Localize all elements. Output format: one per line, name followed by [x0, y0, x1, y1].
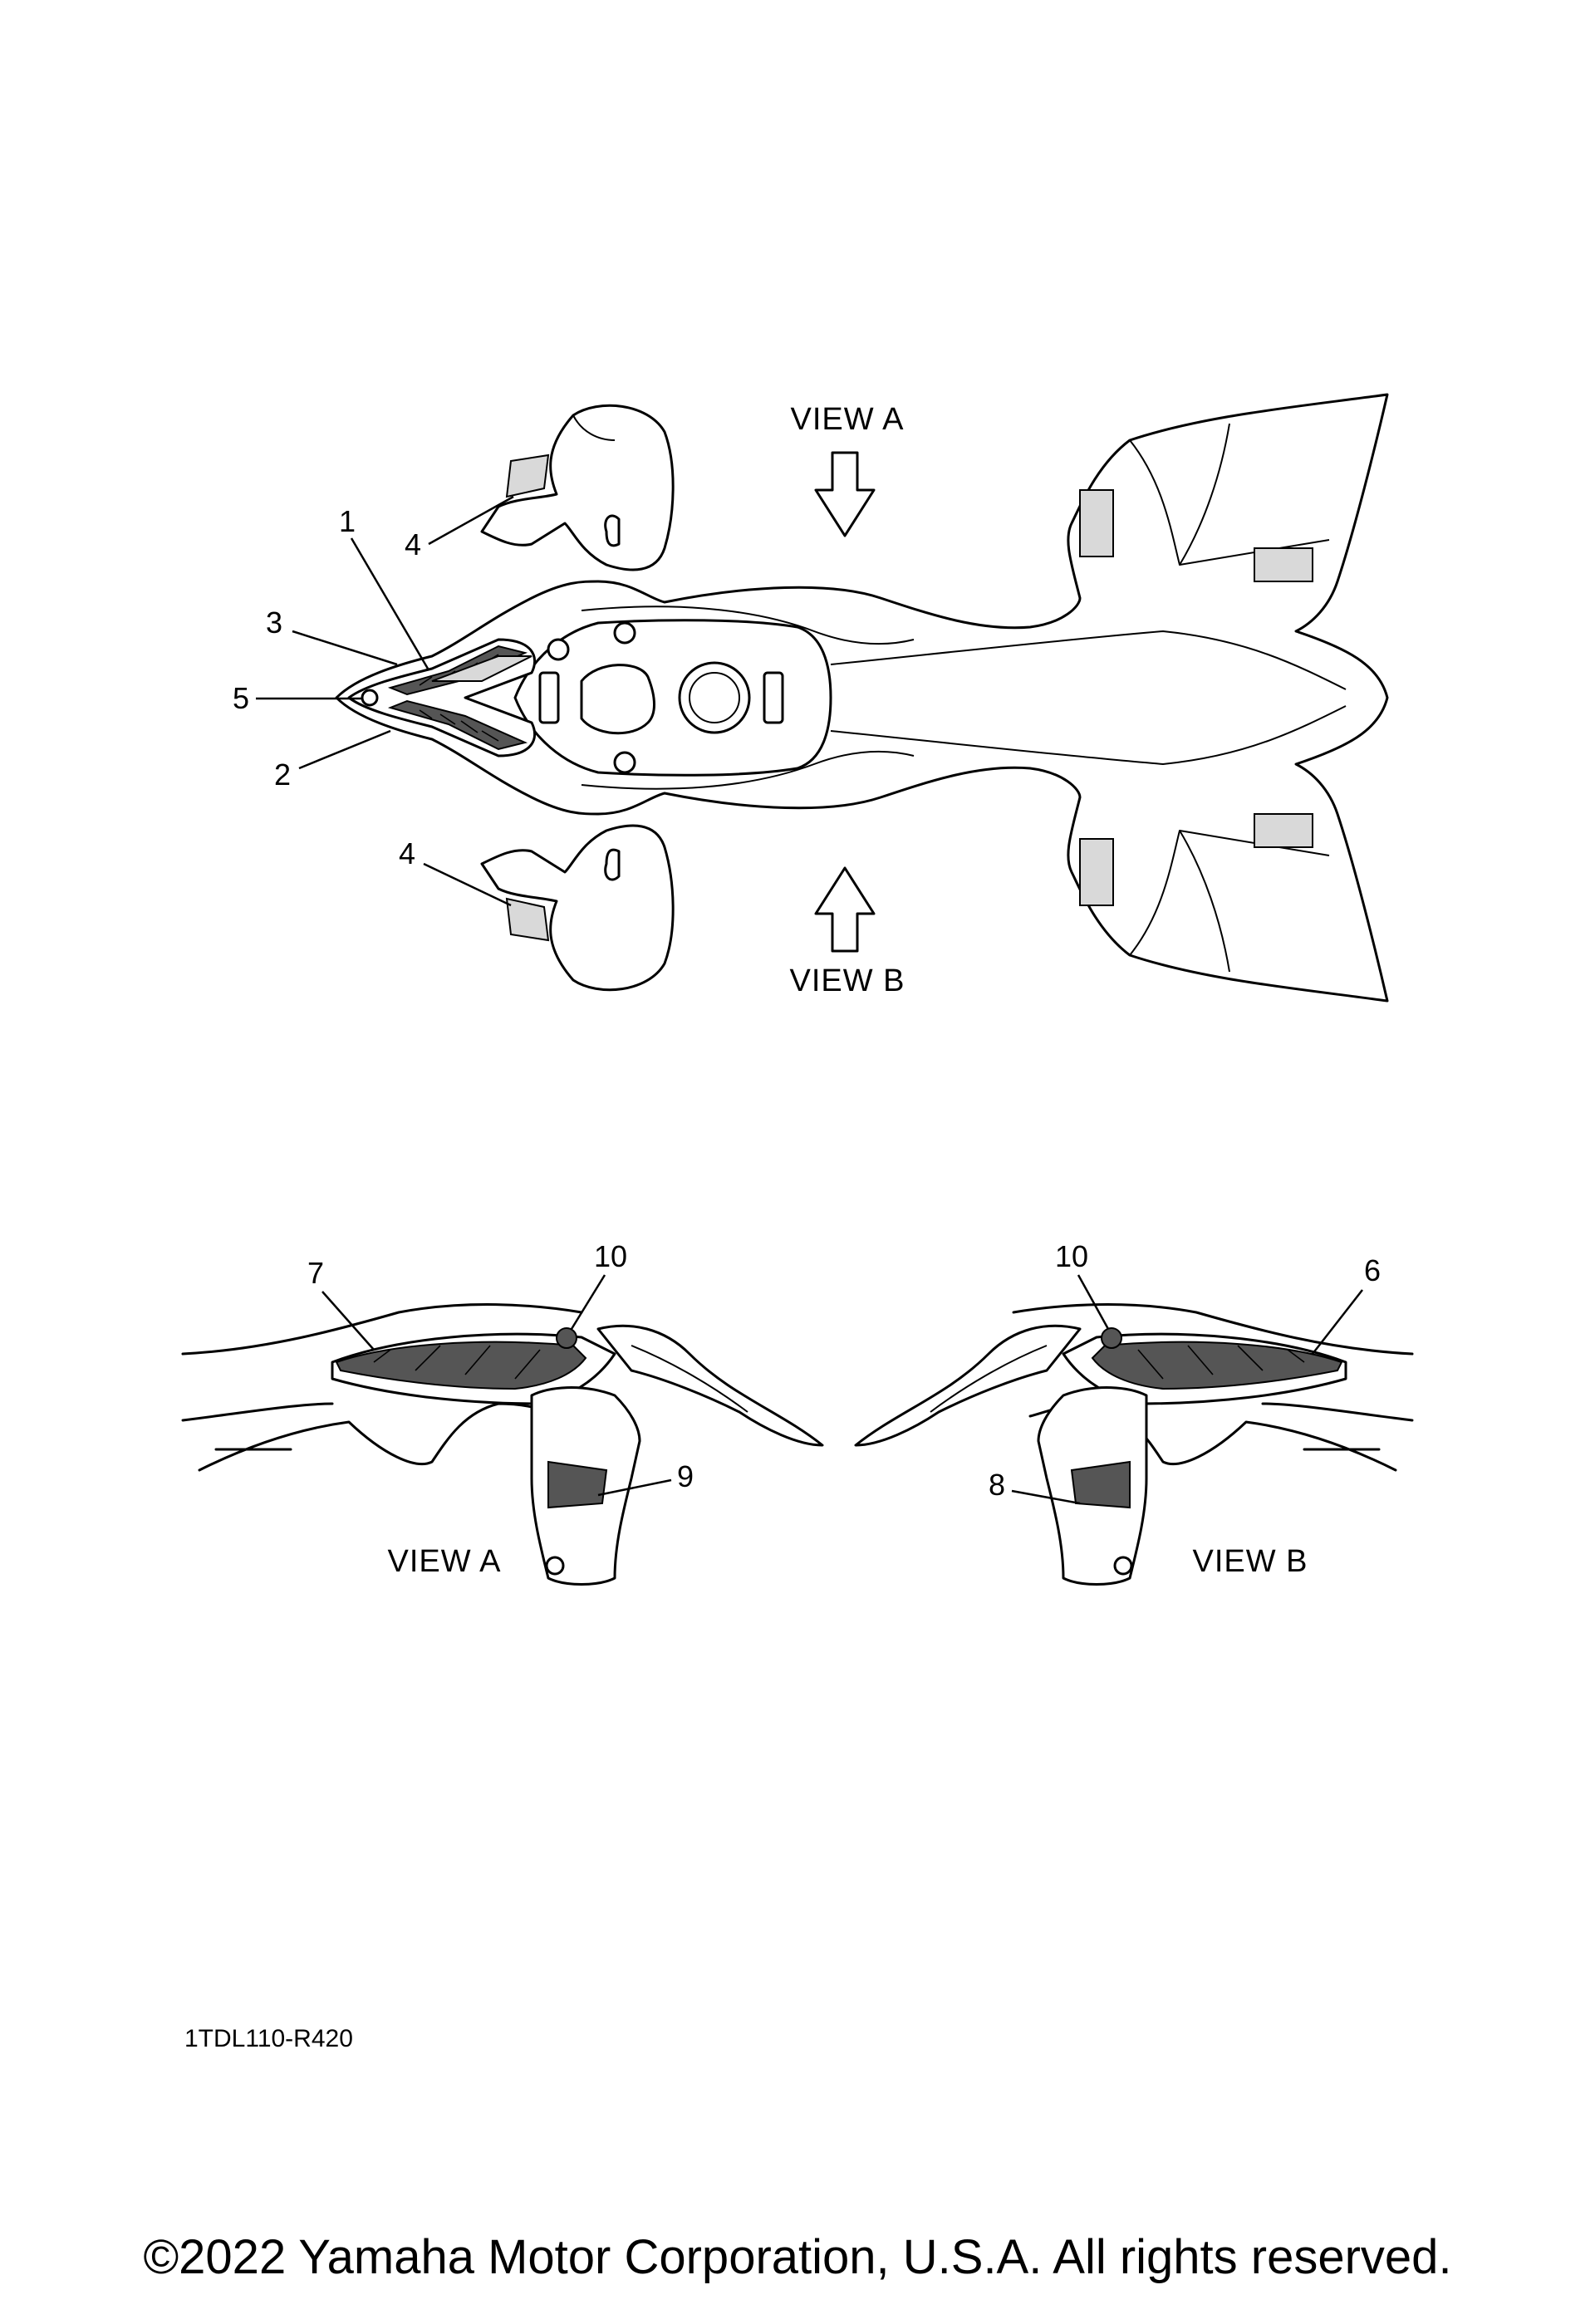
decal-6-hatching: [1137, 1345, 1305, 1380]
main-body-outline: [335, 393, 1389, 1003]
leader-2: [298, 729, 391, 770]
decal-item-7: [335, 1341, 587, 1390]
rear-right-decal-b: [1254, 813, 1313, 848]
leader-7: [321, 1291, 375, 1351]
seat-slot-left: [538, 671, 560, 724]
copyright-notice: ©2022 Yamaha Motor Corporation, U.S.A. A…: [143, 2230, 1451, 2284]
callout-7: 7: [307, 1256, 324, 1290]
view-a-label-top: VIEW A: [791, 402, 905, 437]
leader-4-lower: [423, 862, 512, 907]
callout-6: 6: [1364, 1253, 1381, 1287]
view-a-label-side: VIEW A: [388, 1544, 502, 1579]
upper-front-fender: [480, 404, 675, 571]
emblem-10-left: [556, 1327, 577, 1349]
callout-4-lower: 4: [399, 836, 415, 870]
view-b-label-top: VIEW B: [789, 963, 905, 998]
callout-3: 3: [266, 606, 282, 640]
callout-10-left: 10: [594, 1239, 627, 1273]
rear-left-decal-b: [1254, 547, 1313, 582]
view-a-arrow: [814, 451, 876, 537]
callout-8: 8: [989, 1468, 1005, 1502]
decal-item-3: [431, 655, 532, 682]
side-view-a: [181, 1303, 824, 1586]
leader-6: [1312, 1289, 1363, 1355]
decal-item-6: [1091, 1341, 1343, 1390]
leader-1: [350, 537, 429, 669]
emblem-10-right: [1101, 1327, 1122, 1349]
leader-3: [292, 630, 398, 666]
fuel-cap-housing: [580, 664, 655, 735]
lower-fender-decal: [505, 897, 550, 942]
callout-4-upper: 4: [405, 527, 421, 561]
rear-left-decal-a: [1079, 489, 1114, 557]
callout-2: 2: [274, 758, 291, 792]
callout-1: 1: [339, 504, 356, 538]
top-view-body: [335, 393, 1389, 1003]
upper-fender-decal: [505, 454, 550, 498]
leader-10-right: [1077, 1274, 1110, 1330]
lower-front-fender: [480, 824, 675, 992]
callout-10-right: 10: [1055, 1239, 1088, 1273]
side-view-b: [854, 1303, 1414, 1586]
seat-slot-right: [763, 671, 784, 724]
view-b-arrow: [814, 866, 876, 953]
leader-4-upper: [428, 495, 514, 546]
callout-9: 9: [677, 1459, 694, 1493]
callout-5: 5: [233, 681, 249, 715]
leader-8: [1011, 1489, 1081, 1505]
view-b-label-side: VIEW B: [1192, 1544, 1308, 1579]
rear-right-decal-a: [1079, 838, 1114, 906]
leader-9: [597, 1478, 672, 1497]
decal-item-8: [1070, 1460, 1131, 1509]
figure-code: 1TDL110-R420: [184, 2025, 353, 2052]
seat-area: [513, 619, 832, 777]
emblem-item-5: [361, 689, 379, 707]
decal-item-9: [547, 1460, 608, 1509]
leader-10-left: [570, 1274, 606, 1330]
decal-7-hatching: [373, 1345, 541, 1380]
